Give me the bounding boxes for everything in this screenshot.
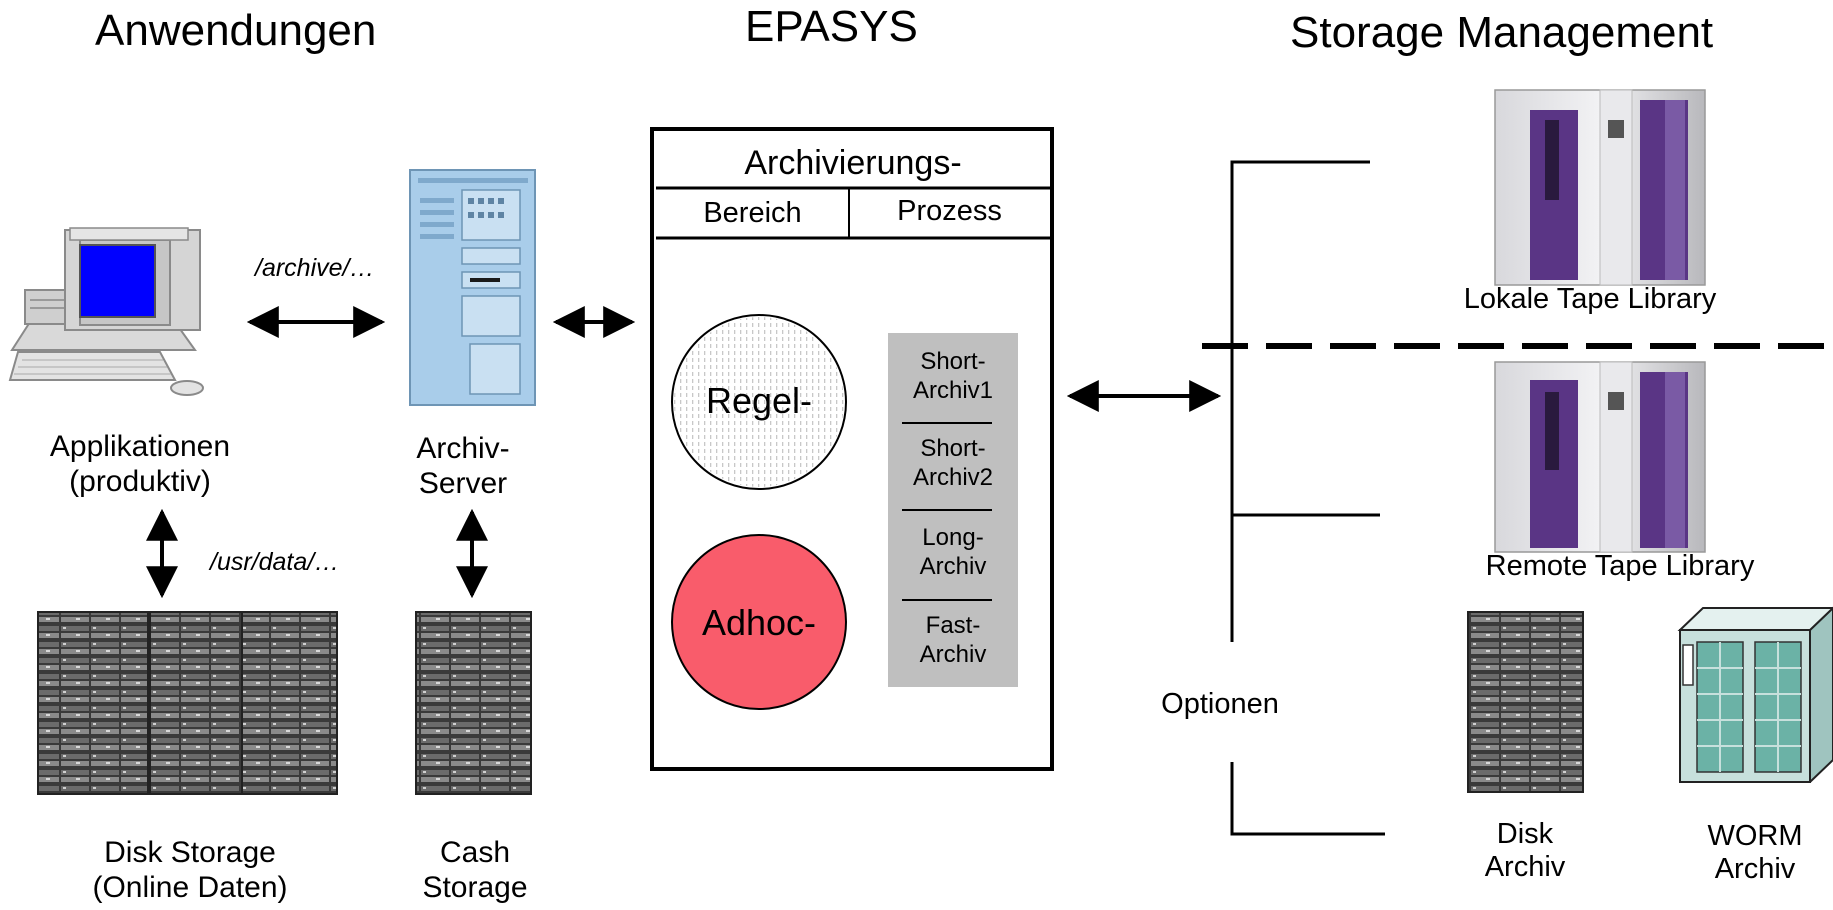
archive-fast: Fast-Archiv — [919, 612, 987, 668]
path-usr-data: /usr/data/… — [210, 548, 340, 576]
adhoc-circle-label: Adhoc- — [701, 602, 817, 643]
worm-archive-icon — [1677, 606, 1833, 783]
arrows-left — [146, 306, 1222, 599]
computer-icon — [8, 227, 204, 396]
header-epasys: EPASYS — [745, 2, 918, 51]
local-tape-library-icon — [1494, 89, 1706, 286]
archive-short-2: Short-Archiv2 — [912, 435, 994, 491]
archive-short-1: Short-Archiv1 — [912, 348, 994, 404]
epasys-title: Archivierungs- — [744, 144, 962, 182]
archive-server-icon — [409, 169, 536, 406]
epasys-box — [650, 127, 1054, 771]
disk-storage-icon — [37, 611, 338, 795]
label-local-tape-library: Lokale Tape Library — [1463, 283, 1717, 315]
header-applications: Anwendungen — [95, 6, 377, 55]
rule-circle-label: Regel- — [705, 380, 813, 421]
label-archive-server: Archiv-Server — [416, 432, 510, 500]
epasys-col-process: Prozess — [897, 195, 1002, 227]
disk-archive-icon — [1467, 611, 1584, 793]
adhoc-circle — [671, 534, 847, 710]
epasys-col-area: Bereich — [703, 197, 802, 229]
header-storage-management: Storage Management — [1290, 8, 1714, 57]
label-remote-tape-library: Remote Tape Library — [1485, 550, 1755, 582]
label-applications: Applikationen(produktiv) — [49, 430, 231, 498]
storage-connector-lines — [1230, 160, 1385, 836]
archive-long: Long-Archiv — [919, 524, 987, 580]
label-options: Optionen — [1161, 688, 1279, 720]
remote-tape-library-icon — [1494, 361, 1706, 553]
path-archive: /archive/… — [255, 254, 375, 282]
cash-storage-icon — [415, 611, 532, 795]
label-disk-storage: Disk Storage(Online Daten) — [92, 836, 288, 904]
